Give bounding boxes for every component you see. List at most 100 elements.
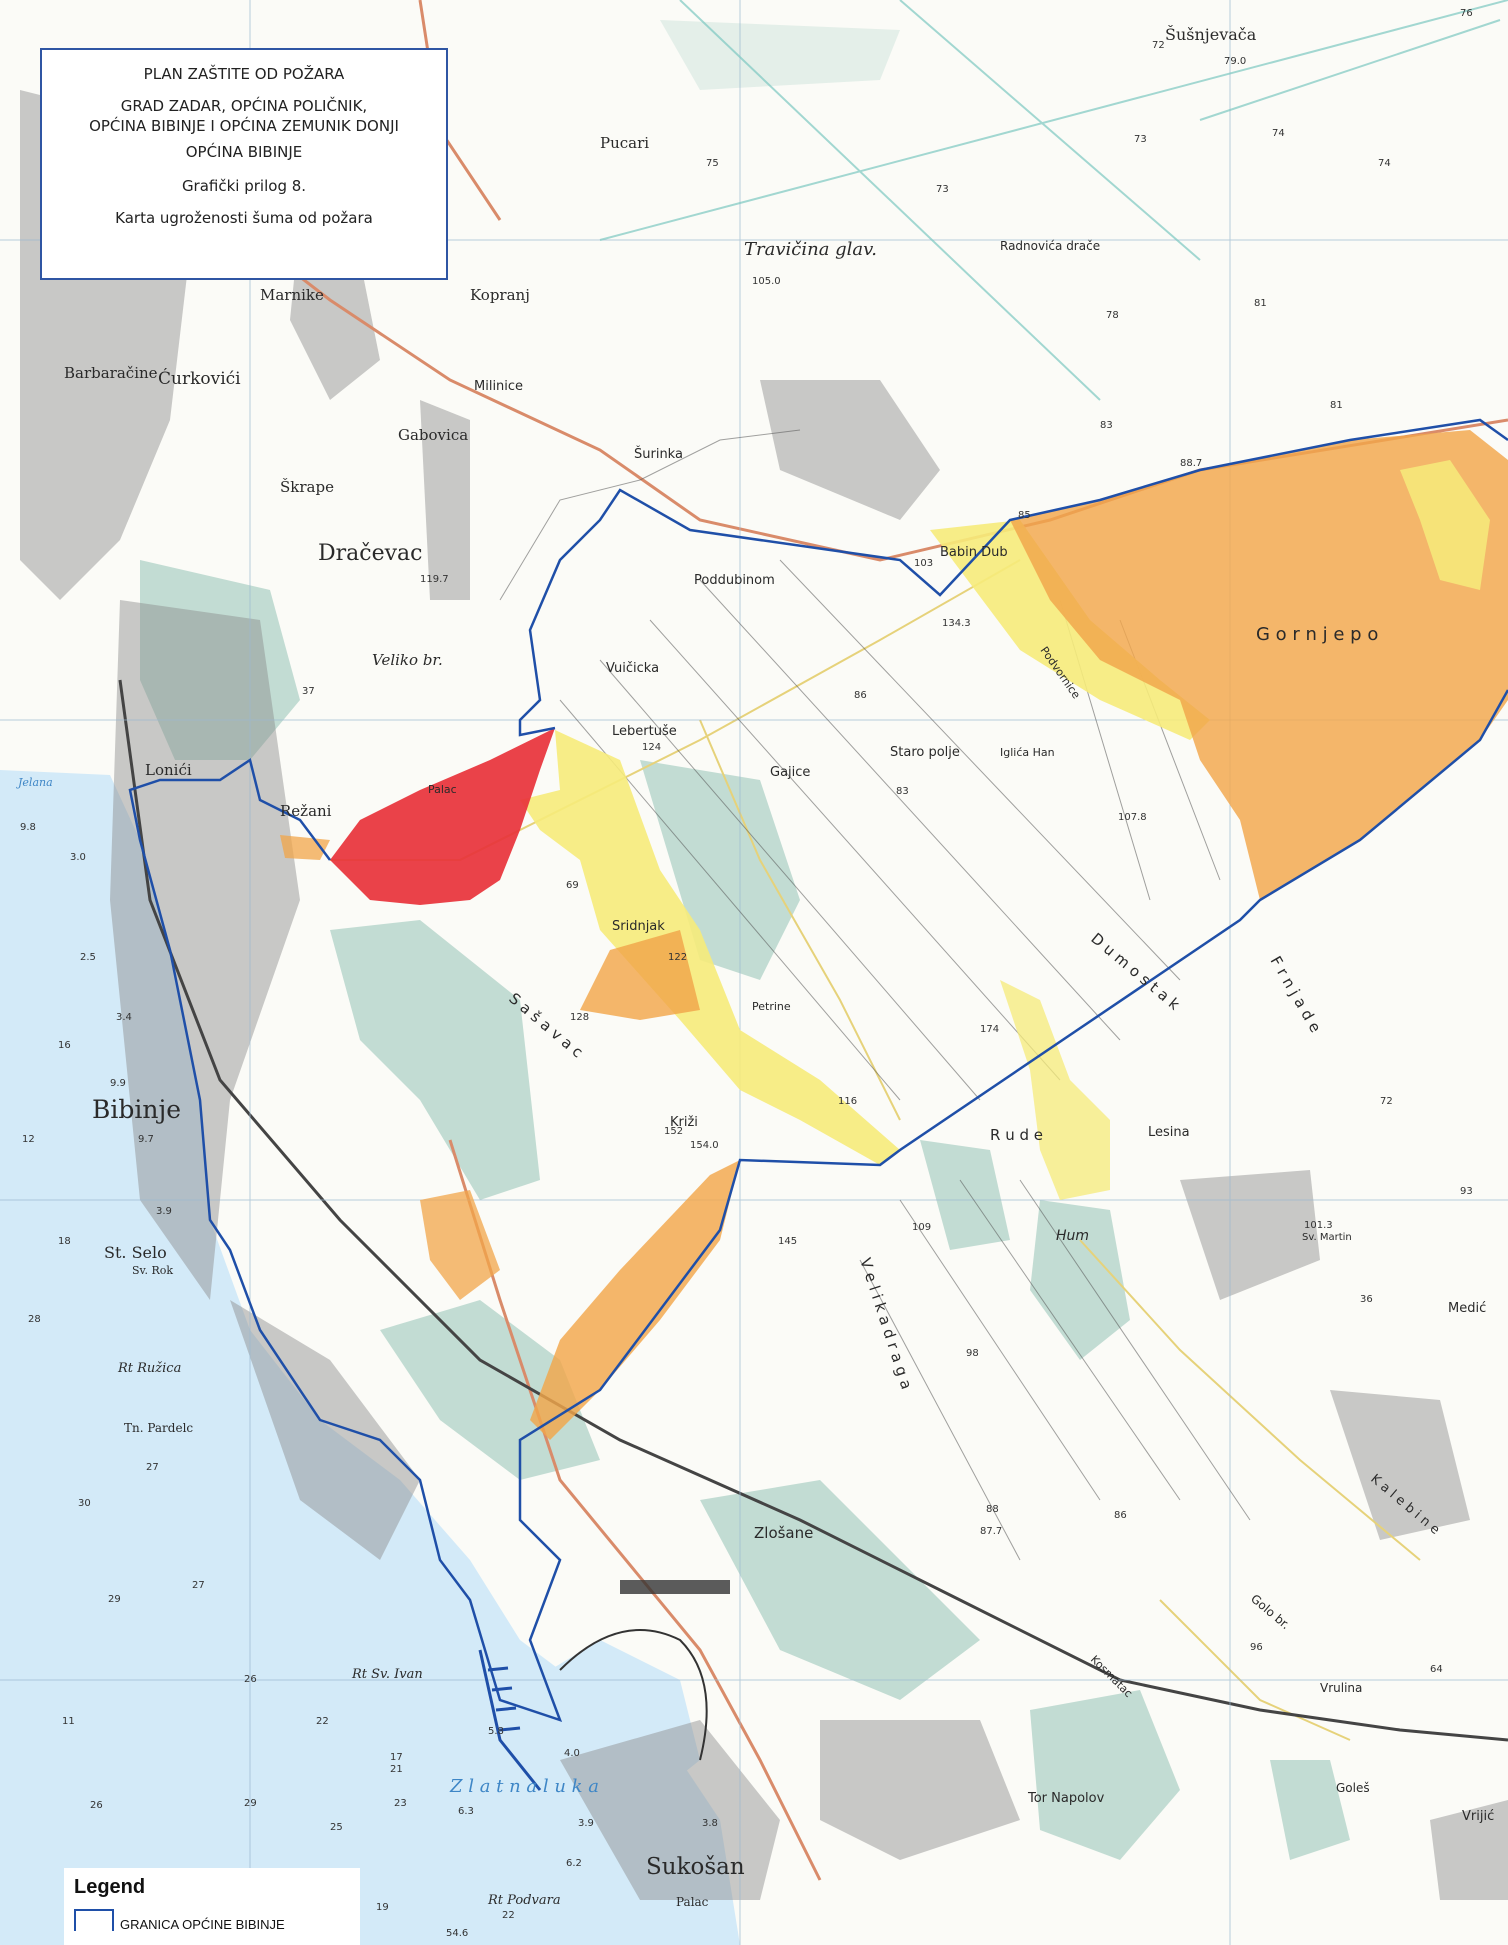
spot-height: 119.7 [420,574,449,585]
place-label: Pucari [600,134,649,152]
spot-height: 36 [1360,1294,1373,1305]
spot-height: 30 [78,1498,91,1509]
spot-height: 5.8 [488,1726,504,1737]
spot-height: 88 [986,1504,999,1515]
spot-height: 88.7 [1180,458,1202,469]
spot-height: 9.7 [138,1134,154,1145]
place-label: Tor Napolov [1027,1791,1105,1806]
zone-high-risk-orange-5 [280,835,330,860]
spot-height: 124 [642,742,661,753]
legend-item-label: GRANICA OPĆINE BIBINJE [120,1917,285,1932]
place-label: Ćurkovići [158,368,241,389]
spot-height: 103 [914,558,933,569]
place-label: Milinice [474,379,523,394]
spot-height: 152 [664,1126,683,1137]
place-label: Radnovića drače [1000,239,1100,253]
place-label: Iglića Han [1000,746,1055,759]
spot-height: 25 [330,1822,343,1833]
place-label: Travičina glav. [744,239,877,260]
spot-height: 9.9 [110,1078,126,1089]
spot-height: 26 [90,1800,103,1811]
forest-patches [140,20,1350,1860]
place-label: Poddubinom [694,573,775,588]
spot-height: 19 [376,1902,389,1913]
zone-high-risk-orange-2 [580,930,700,1020]
place-label: Petrine [752,1000,791,1013]
spot-height: 23 [394,1798,407,1809]
spot-height: 72 [1380,1096,1393,1107]
spot-height: 74 [1272,128,1285,139]
spot-height: 72 [1152,40,1165,51]
spot-height: 73 [1134,134,1147,145]
title-line-6: Karta ugroženosti šuma od požara [115,209,373,227]
place-label: Zlošane [754,1524,813,1542]
place-label: Veliko br. [372,651,443,669]
spot-height: 3.0 [70,852,86,863]
municipality-boundary [128,418,1508,1723]
spot-height: 54.6 [446,1928,468,1939]
spot-height: 29 [244,1798,257,1809]
title-line-4: OPĆINA BIBINJE [185,143,303,161]
place-label: Rt Sv. Ivan [351,1667,423,1682]
zone-high-risk-yellow-strip [1400,460,1490,590]
spot-height: 79.0 [1224,56,1246,67]
spot-height: 9.8 [20,822,36,833]
zone-medium-risk-yellow [520,730,900,1165]
place-label: Šušnjevača [1165,24,1257,44]
spot-height: 75 [706,158,719,169]
spot-height: 4.0 [564,1748,580,1759]
spot-height: 18 [58,1236,71,1247]
place-label: Sv. Martin [1302,1232,1352,1243]
place-label: Vuičicka [606,661,659,676]
title-line-3: OPĆINA BIBINJE I OPĆINA ZEMUNIK DONJI [89,117,399,135]
place-label: Palac [428,783,457,796]
spot-height: 107.8 [1118,812,1147,823]
marina-piers [478,1649,542,1791]
place-label: Goleš [1336,1781,1370,1795]
place-label: Lonići [145,761,192,779]
spot-height: 76 [1460,8,1473,19]
spot-height: 37 [302,686,315,697]
spot-height: 74 [1378,158,1391,169]
spot-height: 3.4 [116,1012,132,1023]
sea-area [0,770,740,1945]
spot-height: 116 [838,1096,857,1107]
spot-height: 73 [936,184,949,195]
place-label: Rt Ružica [117,1361,181,1376]
place-label: Hum [1056,1228,1089,1244]
spot-height: 6.2 [566,1858,582,1869]
spot-height: 101.3 [1304,1220,1333,1231]
place-label: Režani [280,802,332,820]
spot-height: 27 [146,1462,159,1473]
spot-height: 11 [62,1716,75,1727]
spot-height: 83 [1100,420,1113,431]
place-label: Vrulina [1320,1681,1362,1695]
place-label: D u m o s t a k [1087,929,1183,1014]
spot-height: 85 [1018,510,1031,521]
spot-height: 154.0 [690,1140,719,1151]
spot-height: 28 [28,1314,41,1325]
place-label: Lesina [1148,1125,1190,1140]
legend-title: Legend [74,1876,146,1898]
spot-height: 105.0 [752,276,781,287]
place-label: St. Selo [104,1243,167,1262]
place-label: Rt Podvara [487,1893,561,1908]
spot-height: 29 [108,1594,121,1605]
spot-height: 12 [22,1134,35,1145]
spot-height: 22 [316,1716,329,1727]
place-label: F r n j a d e [1267,953,1325,1036]
place-label: Staro polje [890,745,960,760]
spot-height: 134.3 [942,618,971,629]
spot-height: 87.7 [980,1526,1002,1537]
spot-height: 122 [668,952,687,963]
spot-height: 69 [566,880,579,891]
zone-medium-risk-yellow-2 [1000,980,1110,1200]
place-label: Lebertuše [612,724,677,739]
railway [118,679,1508,1742]
place-label: Škrape [280,478,334,496]
place-label: Z l a t n a l u k a [449,1776,599,1797]
spot-height: 96 [1250,1642,1263,1653]
zone-high-risk-orange [1010,430,1508,900]
